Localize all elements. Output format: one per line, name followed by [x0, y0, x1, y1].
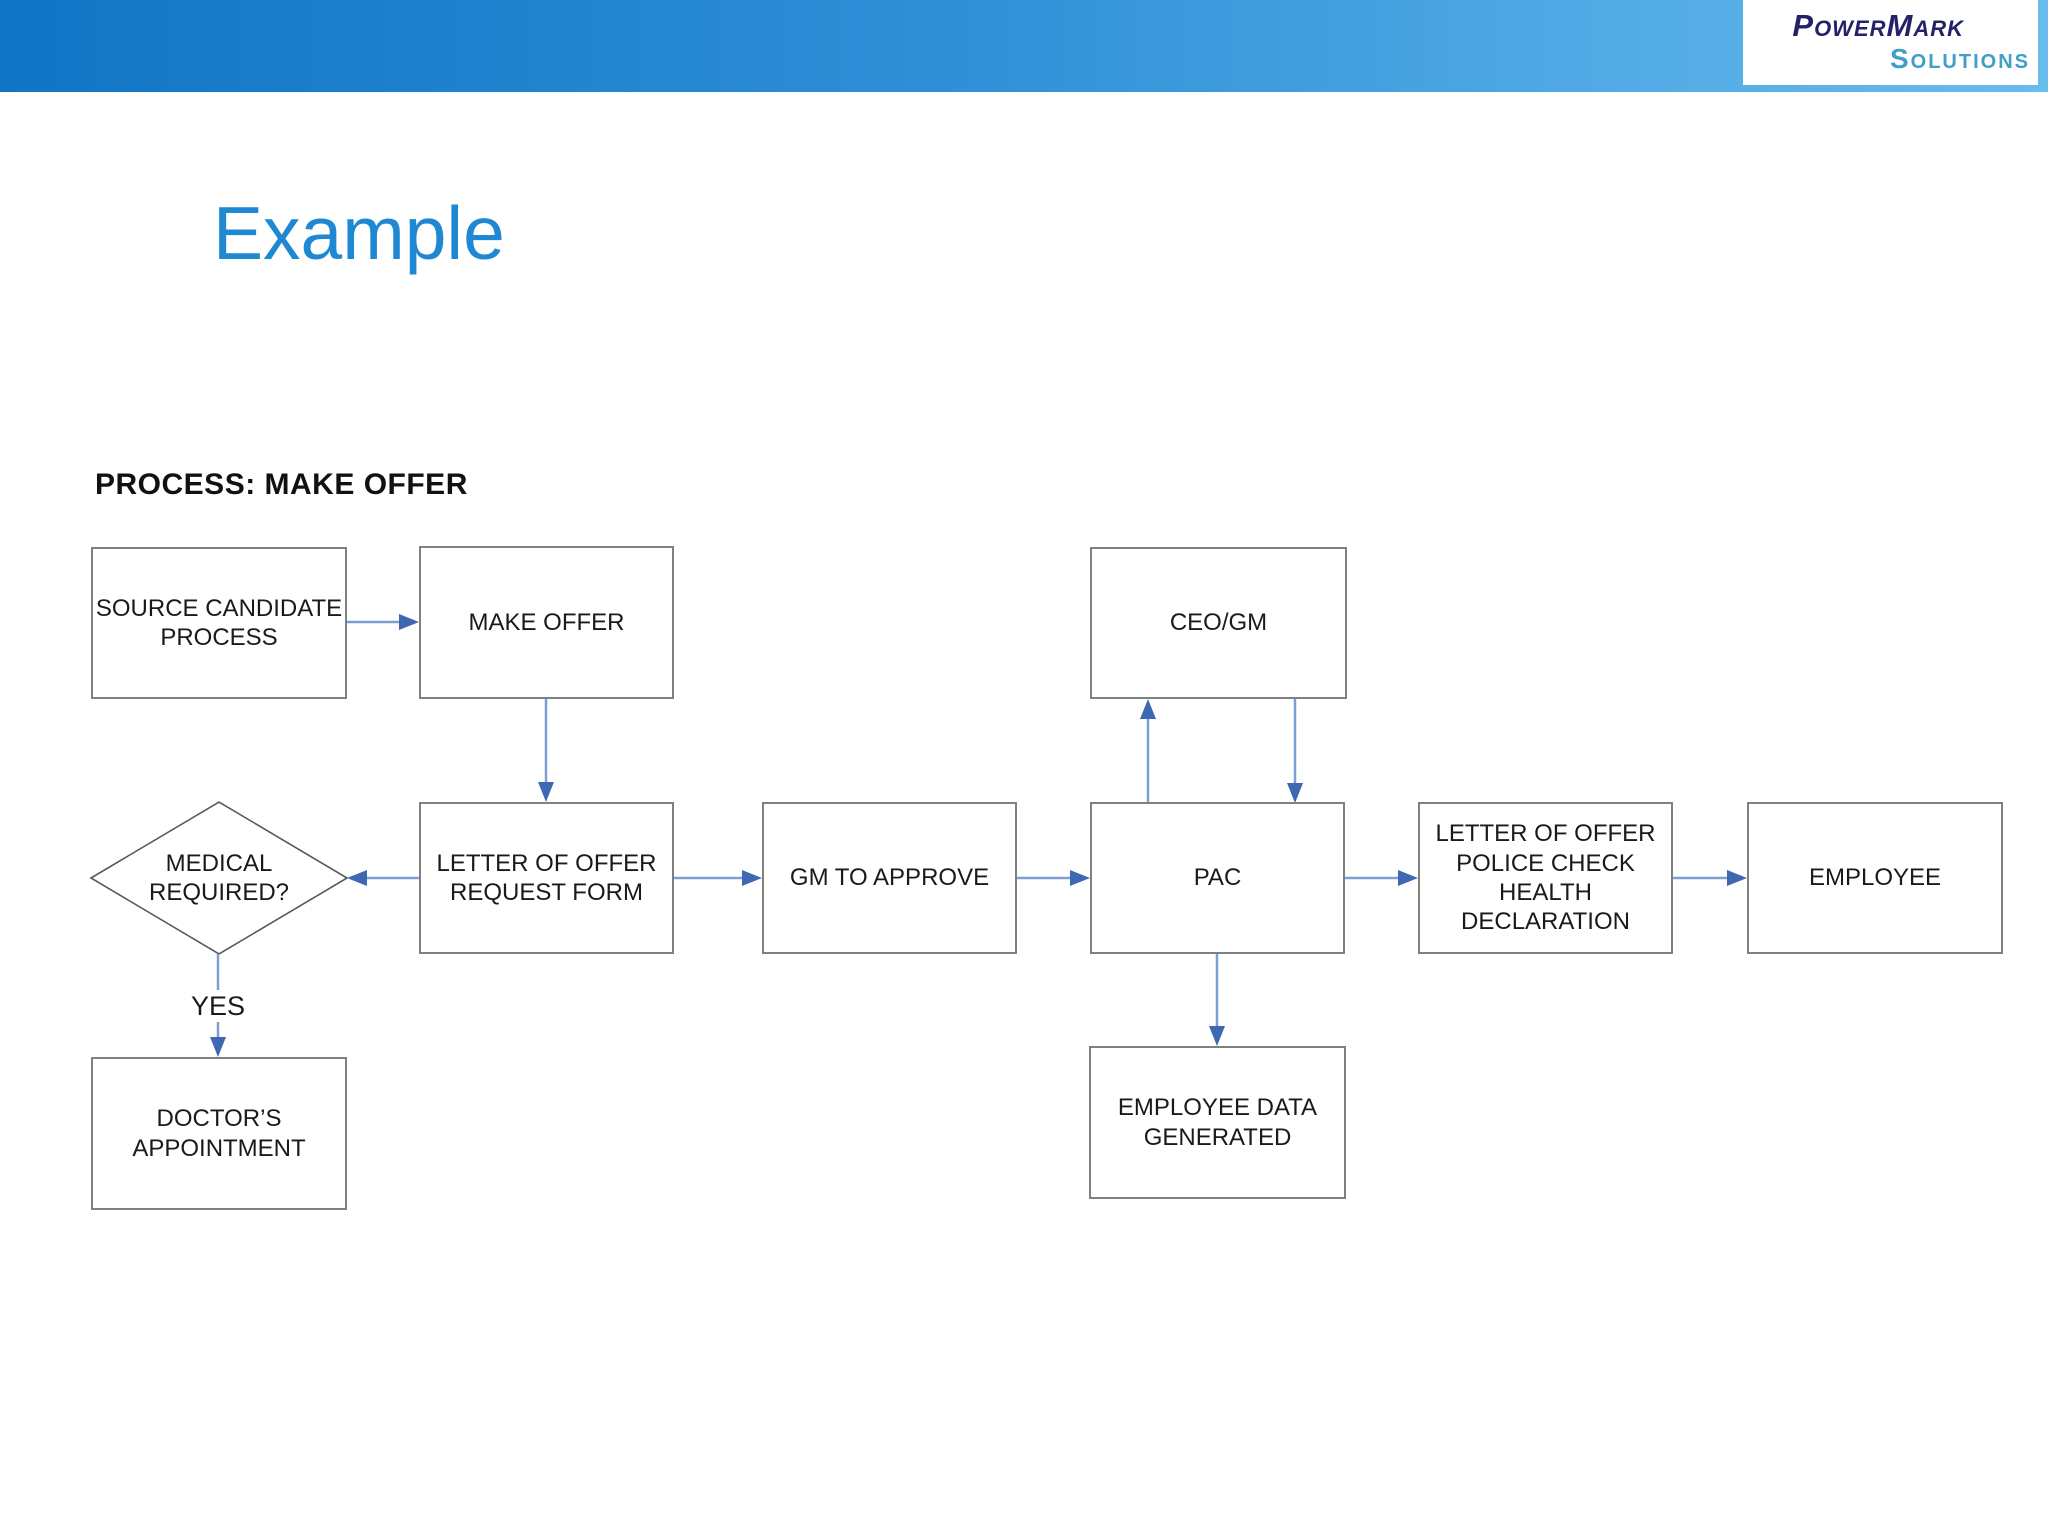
node-letter-of-offer-police-check: LETTER OF OFFER POLICE CHECK HEALTH DECL… — [1418, 802, 1673, 954]
connector-pac-to-ceo-gm — [1140, 699, 1156, 803]
node-make-offer: MAKE OFFER — [419, 546, 674, 699]
node-doctors-appointment: DOCTOR’S APPOINTMENT — [91, 1057, 347, 1210]
logo: PowerMark Solutions — [1743, 0, 2038, 85]
node-employee-data-generated: EMPLOYEE DATA GENERATED — [1089, 1046, 1346, 1199]
connector-pac-to-loo-police-check — [1345, 870, 1418, 886]
connector-pac-to-employee-data-generated — [1209, 954, 1225, 1046]
node-letter-of-offer-request-form: LETTER OF OFFER REQUEST FORM — [419, 802, 674, 954]
header-bar: PowerMark Solutions — [0, 0, 2048, 92]
edge-label-yes: YES — [183, 990, 253, 1022]
node-source-candidate-process: SOURCE CANDIDATE PROCESS — [91, 547, 347, 699]
connector-loo-police-check-to-employee — [1673, 870, 1747, 886]
node-pac: PAC — [1090, 802, 1345, 954]
connector-loo-request-form-to-medical-required — [347, 870, 419, 886]
process-heading: PROCESS: MAKE OFFER — [95, 468, 468, 501]
node-employee: EMPLOYEE — [1747, 802, 2003, 954]
connector-source-to-make-offer — [347, 614, 419, 630]
connector-ceo-gm-to-pac — [1287, 699, 1303, 803]
connector-gm-to-approve-to-pac — [1017, 870, 1090, 886]
connector-make-offer-to-loo-request-form — [538, 699, 554, 802]
node-medical-required-label: MEDICAL REQUIRED? — [148, 849, 290, 906]
node-gm-to-approve: GM TO APPROVE — [762, 802, 1017, 954]
node-ceo-gm: CEO/GM — [1090, 547, 1347, 699]
slide-title: Example — [213, 191, 505, 275]
logo-solutions-text: Solutions — [1889, 43, 2030, 74]
logo-powermark-text: PowerMark — [1792, 8, 1964, 43]
